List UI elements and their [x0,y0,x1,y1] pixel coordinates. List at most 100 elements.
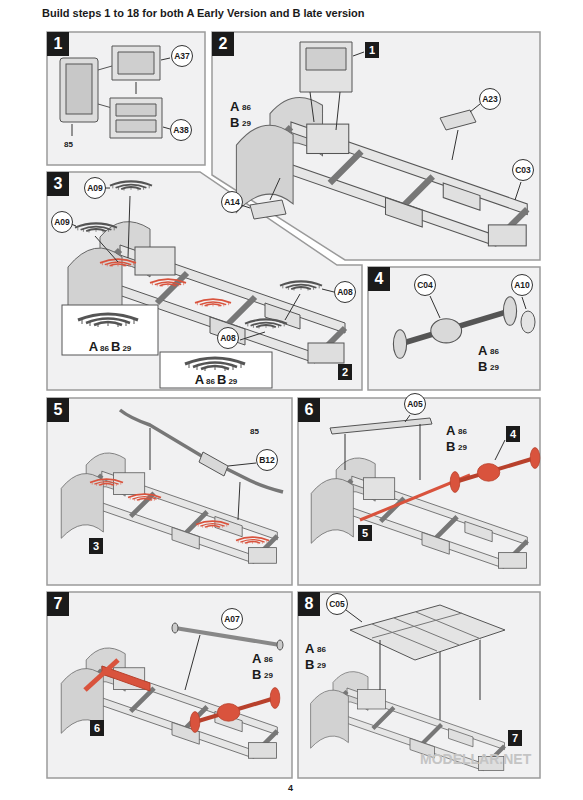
step7-parts [85,660,118,690]
step-number: 7 [47,592,69,616]
step-number: 3 [47,172,69,196]
step1-parts [161,58,170,129]
step-number-text: 5 [362,527,368,539]
subassembly-reference: 3 [89,538,103,554]
step5-parts [196,521,229,528]
sprue-letter: A [446,424,455,437]
sprue-letter: 29 [317,662,326,670]
step1-parts [60,58,98,122]
step-number: 4 [368,267,390,291]
panel-frames [368,267,540,390]
part-number: 85 [64,141,73,149]
page-title: Build steps 1 to 18 for both A Early Ver… [42,8,365,19]
step6-parts [450,448,540,493]
subassembly-reference: 7 [508,730,522,746]
subassembly-reference: 6 [90,720,104,736]
step8-parts [350,605,505,660]
sprue-text: A [89,340,98,353]
step3-parts [185,358,245,371]
step7-parts [185,635,200,690]
step-number-text: 4 [510,428,516,440]
sprue-letter: 86 [242,104,251,112]
step1-parts [112,46,160,80]
sprue-detail-box: A86B29 [62,305,158,355]
sprue-letter: 29 [242,120,251,128]
step3-parts [280,281,322,290]
sprue-letter: 86 [490,348,499,356]
sprue-text: 29 [122,345,131,353]
part-number: A08 [220,333,236,343]
step6-parts [345,424,420,480]
sprue-letter: A [252,652,261,665]
step4-parts [521,311,535,333]
sprue-text: B [217,373,226,386]
step3-parts [110,181,152,190]
step3-parts [71,188,334,292]
step1-parts [110,98,162,138]
step5-parts [128,494,161,501]
step2-parts [440,110,476,130]
part-number: A09 [87,183,103,193]
step-number-text: 1 [369,44,375,56]
step-number: 1 [47,32,69,56]
step1-parts [116,104,156,132]
step-number-text: 2 [219,35,228,53]
step3-parts [62,181,345,388]
step-number-text: 7 [54,595,63,613]
step8-parts [311,605,505,771]
step4-parts [430,296,526,318]
sprue-letter: B [446,440,455,453]
step6-parts [495,440,505,460]
step3-parts [78,314,138,327]
step1-parts [66,64,92,114]
step2-parts [306,48,346,70]
step2-parts [470,104,480,112]
step1-parts [118,52,154,74]
step-number: 6 [298,398,320,422]
step3-parts [62,305,158,355]
step5-parts [236,537,269,544]
panel-frames [298,398,540,585]
step-number-text: 2 [342,366,348,378]
sprue-letter: 86 [264,656,273,664]
step5-parts [61,410,283,563]
subassembly-reference: 2 [338,364,352,380]
sprue-letter: B [478,360,487,373]
step-number-text: 7 [512,732,518,744]
part-number: B12 [259,455,275,465]
step8-parts [346,610,362,622]
step-number-text: 6 [305,401,314,419]
part-number: C03 [515,165,531,175]
step2-parts [236,97,527,245]
part-number: A37 [174,51,190,61]
sprue-letter: 29 [490,364,499,372]
step2-parts [236,42,527,246]
step-number-text: 1 [54,35,63,53]
watermark: MODELLAR.NET [420,752,531,766]
step-number-text: 5 [54,401,63,419]
sprue-letter: 86 [458,428,467,436]
step7-parts [172,623,178,633]
part-number: A23 [482,94,498,104]
step3-parts [100,259,136,267]
sprue-detail-box: A86B29 [160,352,272,388]
step3-parts [195,299,231,307]
step7-parts [61,623,283,758]
sprue-text: 86 [100,345,109,353]
step5-parts [199,452,228,476]
panel-frames [47,172,362,390]
step2-parts [310,92,340,130]
part-number: A08 [337,287,353,297]
step3-parts [75,223,117,232]
step-number: 2 [212,32,234,56]
sprue-letter: 29 [458,444,467,452]
part-number: A09 [54,217,70,227]
step5-parts [120,410,283,492]
sprue-text: 29 [228,378,237,386]
subassembly-reference: 5 [358,525,372,541]
sprue-text: B [111,340,120,353]
sprue-letter: 86 [317,646,326,654]
step4-parts [393,296,535,358]
part-number: A05 [407,399,423,409]
